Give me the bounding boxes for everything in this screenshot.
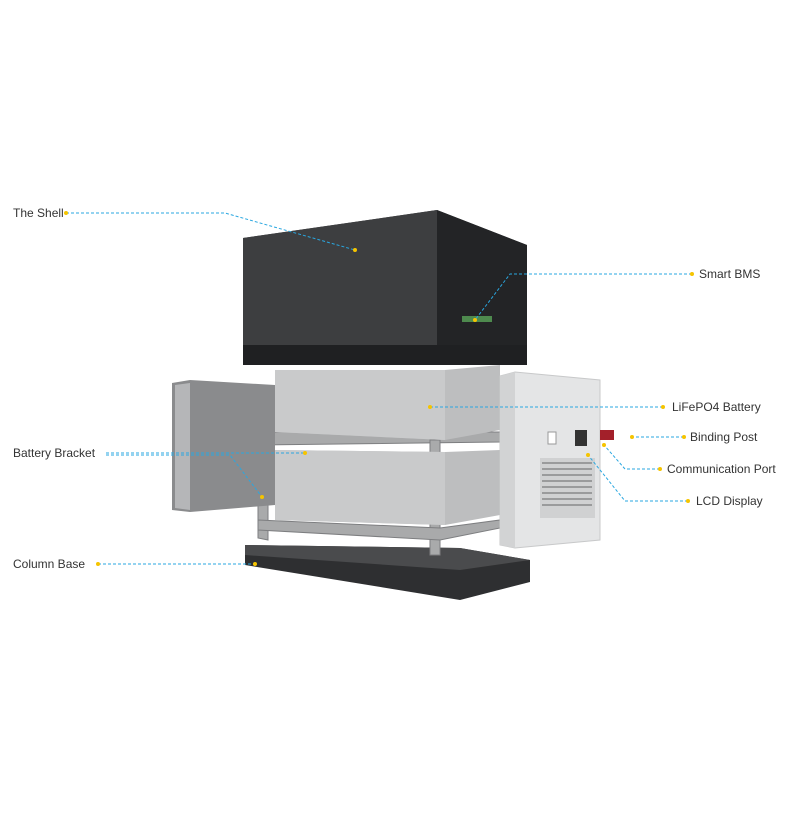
label-communication-port: Communication Port <box>667 462 776 476</box>
label-lcd-display: LCD Display <box>696 494 763 508</box>
leader-lines <box>64 211 694 566</box>
right-panel-illustration <box>499 371 614 549</box>
column-base-illustration <box>245 545 530 600</box>
label-battery-bracket: Battery Bracket <box>13 446 96 460</box>
label-lifepo4-battery: LiFePO4 Battery <box>672 400 761 414</box>
label-smart-bms: Smart BMS <box>699 267 761 281</box>
shell-illustration <box>243 210 527 365</box>
left-panel-illustration <box>172 380 275 512</box>
label-binding-post: Binding Post <box>690 430 758 444</box>
battery-illustration <box>275 365 500 525</box>
label-the-shell: The Shell <box>13 206 64 220</box>
label-column-base: Column Base <box>13 557 86 571</box>
